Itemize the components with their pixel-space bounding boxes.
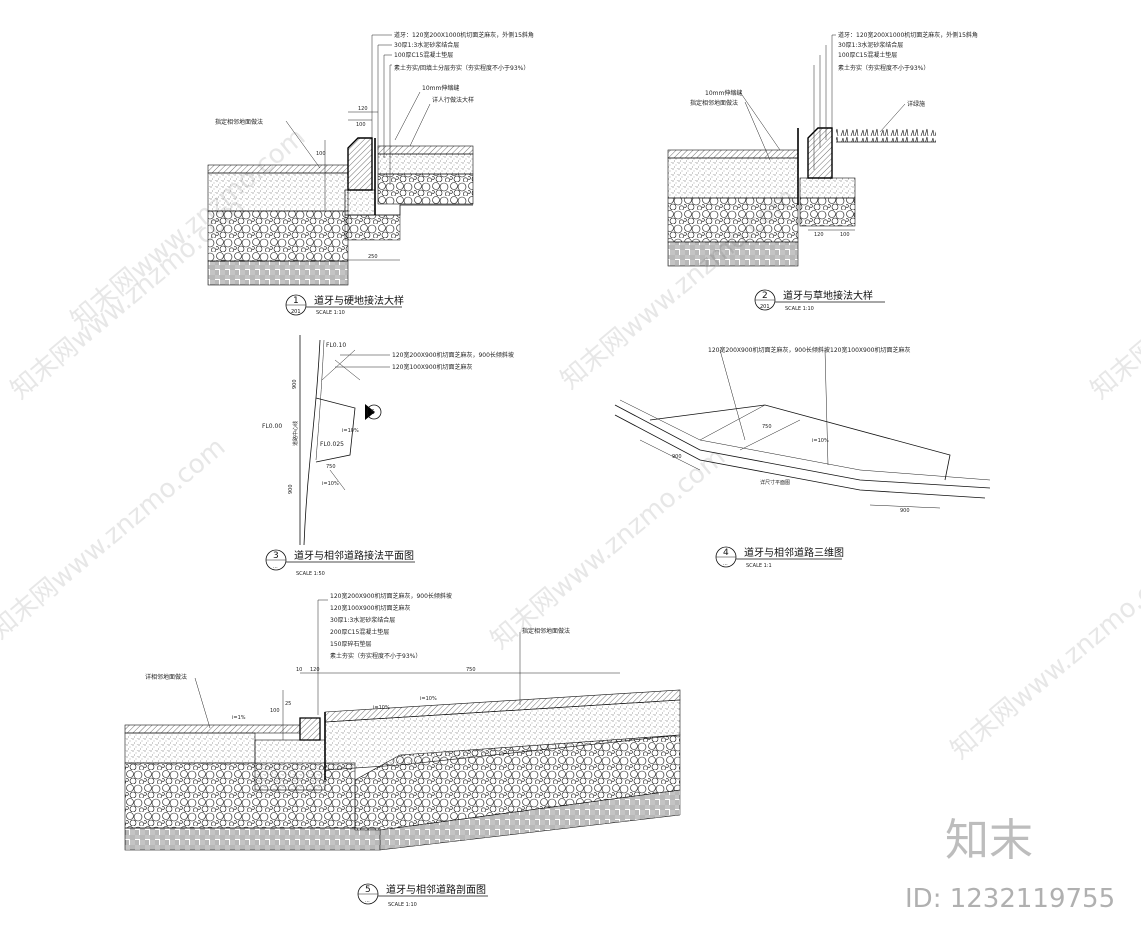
dimension: 900 [288, 484, 294, 494]
watermark-layer: 知末网www.znzmo.com 知末网www.znzmo.com 知末网www… [0, 122, 1141, 765]
sheet-ref: 201 [291, 309, 301, 315]
detail-scale: SCALE 1:10 [388, 902, 417, 908]
detail-4-3d-view: 120宽200X900机切面芝麻灰，900长倾斜坡 120宽100X900机切面… [614, 346, 991, 569]
dimension: 100 [840, 232, 850, 238]
note: 30厚1:3水泥砂浆结合层 [330, 616, 395, 624]
detail-number: 2 [762, 291, 768, 301]
joint-note: 10mm伸缩缝 [422, 84, 459, 92]
image-id: ID: 1232119755 [905, 884, 1115, 914]
note: 120宽100X900机切面芝麻灰 [830, 346, 910, 354]
dimension: 750 [326, 464, 336, 470]
dimension: 750 [466, 667, 476, 673]
watermark-text: 知末网www.znzmo.com [1085, 192, 1141, 405]
detail-title: 道牙与相邻道路三维图 [744, 546, 844, 559]
level: FL0.025 [320, 441, 344, 448]
detail-5-section: 120宽200X900机切面芝麻灰，900长倾斜坡 120宽100X900机切面… [124, 592, 681, 908]
left-note: 指定相邻地面做法 [215, 118, 263, 126]
dimension: 750 [762, 424, 772, 430]
sheet-ref: ... [365, 898, 370, 904]
note: 30厚1:3水泥砂浆结合层 [394, 41, 459, 49]
detail-title: 道牙与相邻道路剖面图 [386, 883, 486, 896]
left-note: 详相邻地面做法 [145, 673, 187, 681]
detail-scale: SCALE 1:1 [746, 563, 772, 569]
sheet-ref: ... [273, 564, 278, 570]
sheet-ref: ... [723, 561, 728, 567]
dimension: 250 [368, 254, 378, 260]
slope: i=10% [342, 428, 359, 434]
right-note: 详绿施 [907, 100, 925, 108]
detail-scale: SCALE 1:50 [296, 571, 325, 577]
detail-1-curb-hard-paving: 道牙：120宽200X1000机切面芝麻灰，外侧15斜角 30厚1:3水泥砂浆结… [207, 31, 534, 316]
left-note: 指定相邻地面做法 [690, 99, 738, 107]
detail-scale: SCALE 1:10 [316, 310, 345, 316]
road-label: 详尺寸平面图 [760, 479, 790, 486]
dimension: 100 [356, 122, 366, 128]
detail-2-curb-lawn: 道牙：120宽200X1000机切面芝麻灰，外侧15斜角 30厚1:3水泥砂浆结… [667, 31, 978, 312]
brand-logo: 知末 [945, 815, 1033, 866]
section-mark: 5 [371, 409, 375, 416]
note: 120宽100X900机切面芝麻灰 [330, 604, 410, 612]
note: 120宽200X900机切面芝麻灰，900长倾斜坡 [330, 592, 452, 600]
dimension: 10 [296, 667, 302, 673]
watermark-text: 知末网www.znzmo.com [0, 432, 231, 645]
level: FL0.10 [326, 342, 346, 349]
dimension: 900 [900, 508, 910, 514]
note: 120宽100X900机切面芝麻灰 [392, 363, 472, 371]
slope: i=10% [812, 438, 829, 444]
note: 道牙：120宽200X1000机切面芝麻灰，外侧15斜角 [394, 31, 534, 39]
slope: i=10% [373, 705, 390, 711]
note: 120宽200X900机切面芝麻灰，900长倾斜坡 [708, 346, 830, 354]
note: 100厚C15混凝土垫层 [838, 51, 897, 59]
detail-3-plan: 120宽200X900机切面芝麻灰，900长倾斜坡 120宽100X900机切面… [262, 335, 514, 577]
note: 200厚C15混凝土垫层 [330, 628, 389, 636]
detail-number: 1 [293, 296, 299, 306]
watermark-text: 知末网www.znzmo.com [945, 552, 1141, 765]
dimension: 120 [310, 667, 320, 673]
slope: i=1% [232, 715, 246, 721]
dimension: 120 [358, 106, 368, 112]
sheet-ref: 201 [760, 304, 770, 310]
detail-title: 道牙与硬地接法大样 [314, 294, 404, 307]
joint-note: 10mm伸缩缝 [705, 89, 742, 97]
watermark-text: 知末网www.znzmo.com [485, 442, 731, 655]
slope: i=10% [420, 696, 437, 702]
note: 道牙：120宽200X1000机切面芝麻灰，外侧15斜角 [838, 31, 978, 39]
note: 素土夯实（夯实程度不小于93%） [838, 64, 929, 72]
dimension: 120 [814, 232, 824, 238]
note: 30厚1:3水泥砂浆结合层 [838, 41, 903, 49]
slope: i=10% [322, 481, 339, 487]
note: 150厚碎石垫层 [330, 640, 371, 648]
note: 素土夯实（夯实程度不小于93%） [330, 652, 421, 660]
dimension: 900 [292, 379, 298, 389]
detail-number: 3 [273, 551, 279, 561]
dimension: 100 [316, 151, 326, 157]
dimension: 900 [672, 454, 682, 460]
note: 100厚C15混凝土垫层 [394, 51, 453, 59]
detail-title: 道牙与相邻道路接法平面图 [294, 549, 414, 562]
right-note: 详人行做法大样 [432, 96, 474, 104]
side-label: 道路中心线 [292, 421, 299, 446]
note: 120宽200X900机切面芝麻灰，900长倾斜坡 [392, 351, 514, 359]
detail-number: 4 [723, 548, 729, 558]
detail-number: 5 [365, 885, 371, 895]
dimension: 100 [270, 708, 280, 714]
detail-title: 道牙与草地接法大样 [783, 289, 873, 302]
detail-scale: SCALE 1:10 [785, 306, 814, 312]
note: 素土夯实/回填土分层夯实（夯实程度不小于93%） [394, 64, 529, 72]
level: FL0.00 [262, 423, 282, 430]
right-note: 指定相邻地面做法 [522, 627, 570, 635]
dimension: 25 [285, 701, 291, 707]
